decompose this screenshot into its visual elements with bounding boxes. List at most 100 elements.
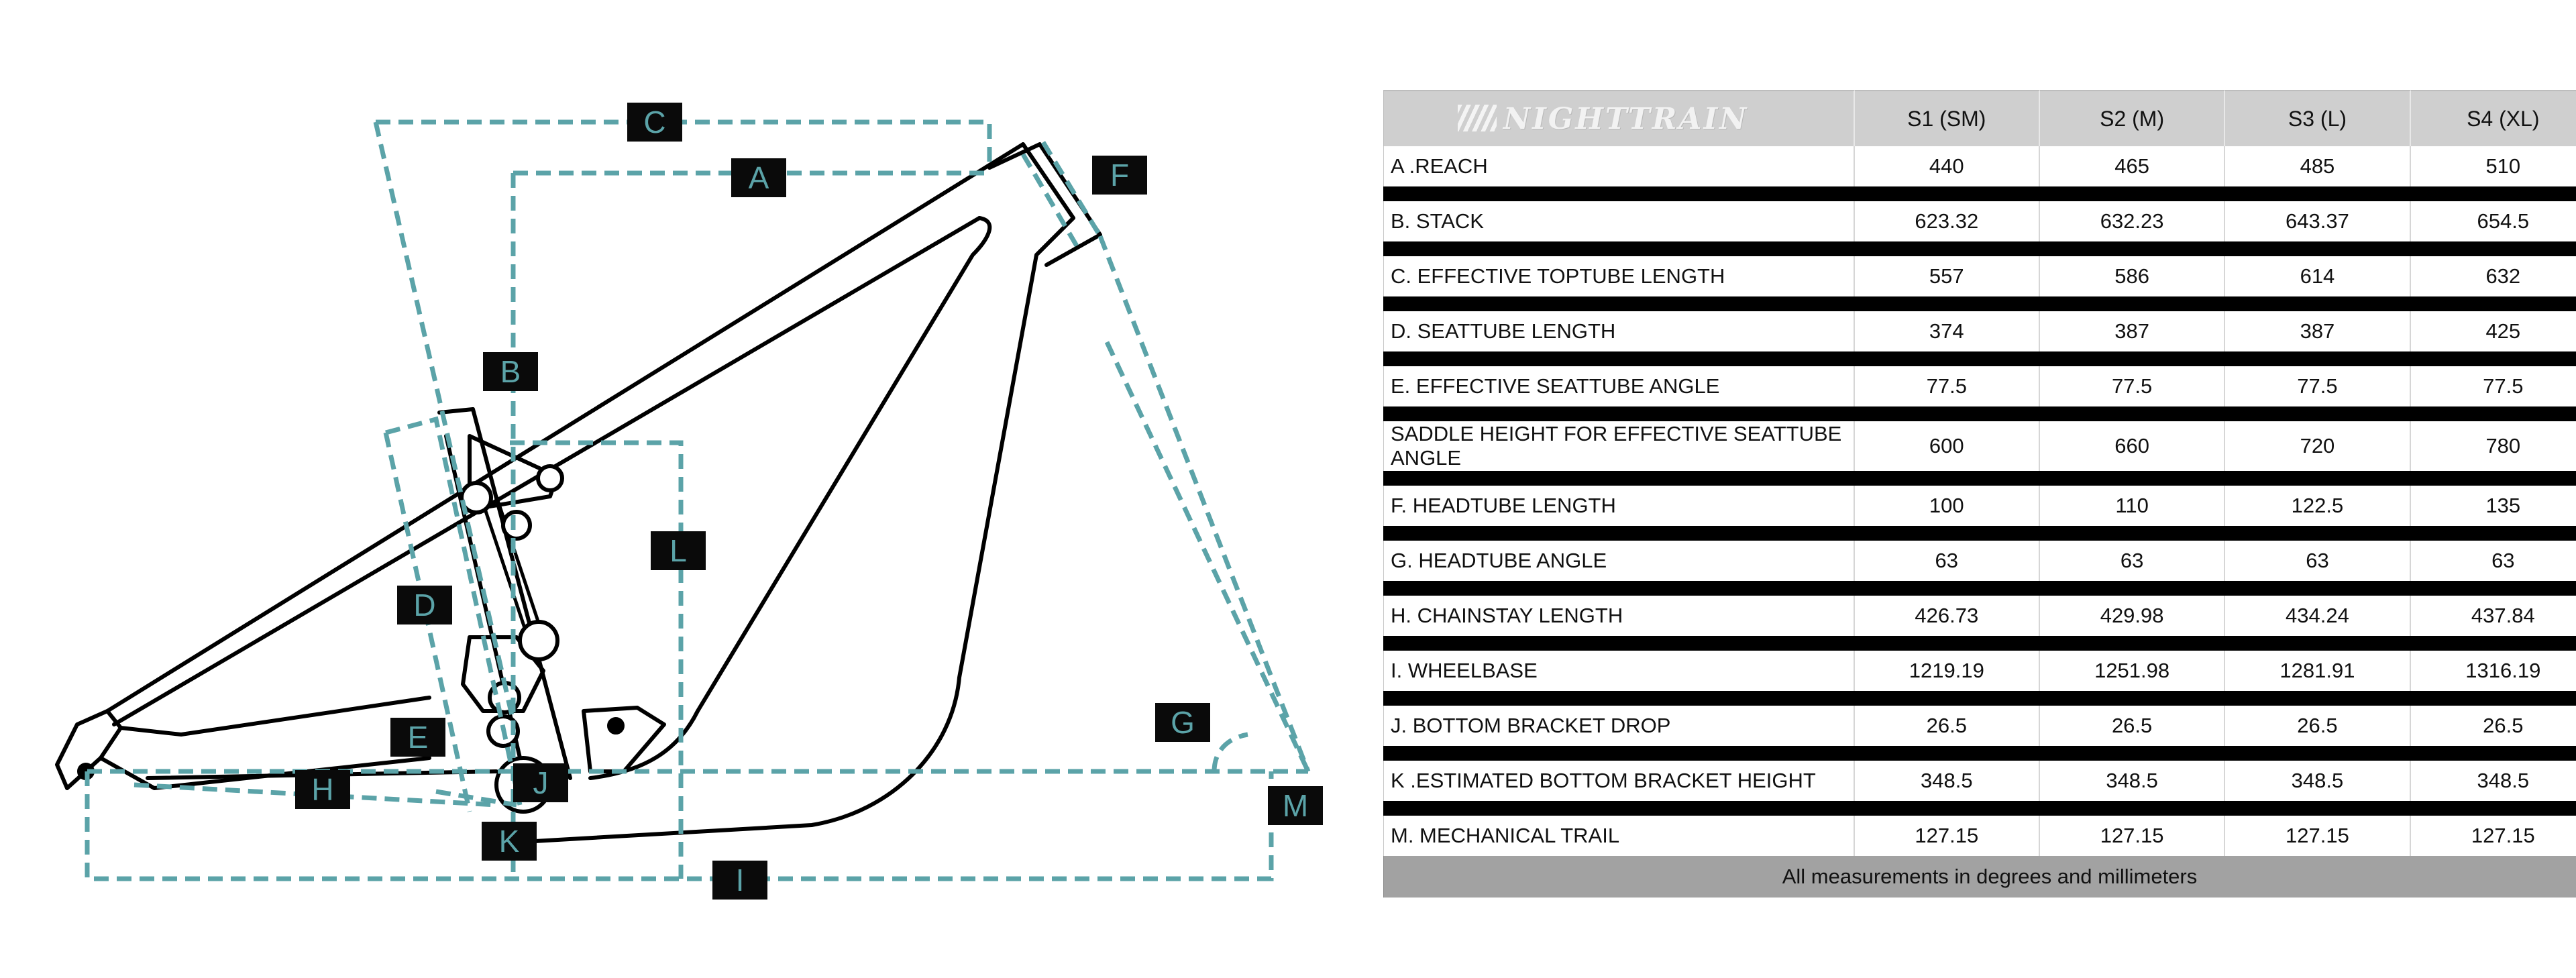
- row-separator: [1383, 241, 2576, 256]
- row-value: 425: [2410, 311, 2576, 351]
- row-separator: [1383, 801, 2576, 816]
- size-header-s4: S4 (XL): [2410, 90, 2576, 146]
- row-value: 1281.91: [2225, 651, 2411, 691]
- svg-text:B: B: [500, 354, 521, 389]
- row-separator: [1383, 581, 2576, 596]
- row-value: 127.15: [2039, 816, 2226, 856]
- svg-text:A: A: [749, 160, 769, 195]
- label-c: C: [627, 103, 682, 142]
- row-value: 510: [2410, 146, 2576, 186]
- label-l: L: [651, 531, 706, 570]
- row-separator: [1383, 296, 2576, 311]
- label-j: J: [513, 763, 568, 802]
- label-h: H: [295, 770, 350, 809]
- size-header-s2: S2 (M): [2039, 90, 2226, 146]
- table-footer-row: All measurements in degrees and millimet…: [1383, 856, 2576, 898]
- row-value: 387: [2039, 311, 2226, 351]
- row-value: 135: [2410, 486, 2576, 526]
- row-value: 63: [2039, 541, 2226, 581]
- svg-text:E: E: [408, 720, 429, 755]
- row-separator-bar: [1383, 186, 2576, 201]
- row-separator-bar: [1383, 406, 2576, 421]
- table-row: SADDLE HEIGHT FOR EFFECTIVE SEATTUBE ANG…: [1383, 421, 2576, 471]
- row-value: 26.5: [2039, 706, 2226, 746]
- row-value: 614: [2225, 256, 2411, 296]
- label-k: K: [482, 822, 537, 861]
- row-value: 643.37: [2225, 201, 2411, 241]
- row-value: 63: [2410, 541, 2576, 581]
- row-value: 586: [2039, 256, 2226, 296]
- row-label: D. SEATTUBE LENGTH: [1383, 311, 1855, 351]
- row-value: 720: [2225, 421, 2411, 471]
- row-value: 632.23: [2039, 201, 2226, 241]
- row-value: 348.5: [2225, 761, 2411, 801]
- row-value: 100: [1854, 486, 2040, 526]
- brand-logo: NIGHTTRAIN: [1383, 90, 1855, 146]
- row-value: 1219.19: [1854, 651, 2040, 691]
- row-separator-bar: [1383, 581, 2576, 596]
- row-separator: [1383, 186, 2576, 201]
- row-value: 127.15: [1854, 816, 2040, 856]
- row-value: 26.5: [1854, 706, 2040, 746]
- svg-text:C: C: [643, 105, 665, 140]
- row-value: 426.73: [1854, 596, 2040, 636]
- svg-text:K: K: [499, 824, 520, 859]
- row-value: 77.5: [2039, 366, 2226, 406]
- row-value: 465: [2039, 146, 2226, 186]
- svg-text:D: D: [413, 588, 435, 622]
- label-a: A: [731, 158, 786, 197]
- svg-text:G: G: [1171, 705, 1195, 740]
- row-value: 77.5: [2225, 366, 2411, 406]
- row-value: 654.5: [2410, 201, 2576, 241]
- table-header-row: NIGHTTRAIN S1 (SM) S2 (M) S3 (L) S4 (XL): [1383, 90, 2576, 146]
- brand-mark-icon: [1458, 104, 1497, 131]
- svg-text:H: H: [311, 772, 333, 807]
- row-value: 429.98: [2039, 596, 2226, 636]
- row-label: I. WHEELBASE: [1383, 651, 1855, 691]
- row-separator-bar: [1383, 801, 2576, 816]
- bike-frame-outline: [55, 142, 1102, 844]
- svg-text:I: I: [736, 863, 745, 898]
- row-value: 437.84: [2410, 596, 2576, 636]
- row-value: 348.5: [2039, 761, 2226, 801]
- row-separator-bar: [1383, 296, 2576, 311]
- row-separator-bar: [1383, 471, 2576, 486]
- row-separator-bar: [1383, 691, 2576, 706]
- row-value: 485: [2225, 146, 2411, 186]
- row-value: 26.5: [2225, 706, 2411, 746]
- row-separator: [1383, 406, 2576, 421]
- row-separator-bar: [1383, 746, 2576, 761]
- svg-text:F: F: [1110, 158, 1129, 193]
- label-f: F: [1092, 156, 1147, 195]
- row-label: J. BOTTOM BRACKET DROP: [1383, 706, 1855, 746]
- row-value: 122.5: [2225, 486, 2411, 526]
- row-value: 387: [2225, 311, 2411, 351]
- svg-text:J: J: [533, 765, 549, 800]
- label-d: D: [397, 586, 452, 624]
- label-b: B: [483, 352, 538, 391]
- size-header-s1: S1 (SM): [1854, 90, 2040, 146]
- row-label: E. EFFECTIVE SEATTUBE ANGLE: [1383, 366, 1855, 406]
- row-separator-bar: [1383, 526, 2576, 541]
- row-label: F. HEADTUBE LENGTH: [1383, 486, 1855, 526]
- frame-pivots: [77, 464, 625, 814]
- row-value: 77.5: [1854, 366, 2040, 406]
- row-value: 780: [2410, 421, 2576, 471]
- row-value: 1316.19: [2410, 651, 2576, 691]
- row-label: C. EFFECTIVE TOPTUBE LENGTH: [1383, 256, 1855, 296]
- row-value: 440: [1854, 146, 2040, 186]
- row-value: 348.5: [2410, 761, 2576, 801]
- row-label: SADDLE HEIGHT FOR EFFECTIVE SEATTUBE ANG…: [1383, 421, 1855, 471]
- row-value: 1251.98: [2039, 651, 2226, 691]
- row-value: 632: [2410, 256, 2576, 296]
- row-separator-bar: [1383, 636, 2576, 651]
